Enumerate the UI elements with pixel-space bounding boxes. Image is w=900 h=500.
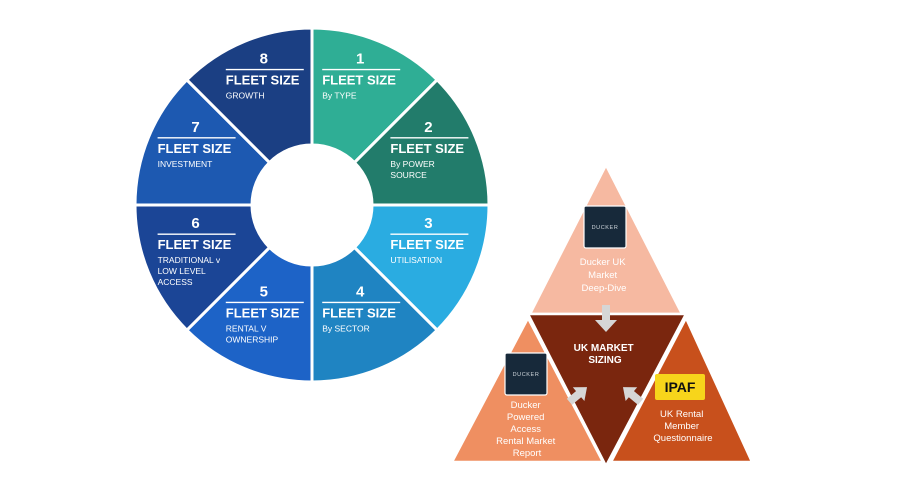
segment-subtext: OWNERSHIP (226, 334, 279, 344)
right-label-line: UK Rental (660, 409, 703, 420)
arrow-down-icon (595, 305, 617, 332)
segment-subtext: LOW LEVEL (158, 266, 206, 276)
left-label-line: Powered (507, 412, 545, 423)
segment-heading: FLEET SIZE (226, 305, 300, 320)
segment-number: 1 (356, 51, 364, 68)
segment-number: 4 (356, 283, 365, 300)
wheel-segment-2 (352, 77, 491, 207)
segment-heading: FLEET SIZE (158, 237, 232, 252)
top-label-line: Ducker UK (580, 257, 627, 268)
wheel-segment-6 (133, 203, 272, 333)
segment-subtext: TRADITIONAL v (158, 255, 221, 265)
segment-heading: FLEET SIZE (158, 141, 232, 156)
segment-number: 7 (191, 119, 199, 136)
top-label-line: Market (588, 270, 617, 281)
arrow-up-right-icon (566, 387, 588, 405)
left-label-line: Access (510, 424, 541, 435)
segment-subtext: GROWTH (226, 91, 265, 101)
segment-heading: FLEET SIZE (322, 305, 396, 320)
right-label-line: Member (664, 421, 699, 432)
ipaf-logo: IPAF (655, 374, 705, 400)
wheel-segment-5 (184, 245, 314, 384)
arrows (566, 305, 644, 405)
center-label-line: SIZING (588, 355, 622, 366)
right-label: UK Rental Member Questionnaire (653, 409, 712, 444)
segment-number: 8 (260, 51, 268, 68)
left-label: Ducker Powered Access Rental Market Repo… (496, 400, 558, 459)
top-label: Ducker UK Market Deep-Dive (580, 257, 629, 294)
segment-heading: FLEET SIZE (322, 73, 396, 88)
segment-subtext: INVESTMENT (158, 159, 213, 169)
right-label-line: Questionnaire (653, 433, 712, 444)
ipaf-logo-text: IPAF (665, 379, 696, 395)
segment-subtext: By TYPE (322, 91, 357, 101)
segment-number: 6 (191, 215, 199, 232)
left-label-line: Report (513, 448, 542, 459)
wheel-segment-1 (310, 26, 440, 165)
wheel-segment-7 (133, 77, 272, 207)
ducker-logo-text: DUCKER (513, 372, 540, 378)
left-label-line: Rental Market (496, 436, 555, 447)
segment-number: 3 (424, 215, 432, 232)
arrow-up-left-icon (622, 387, 644, 405)
segment-subtext: UTILISATION (390, 255, 442, 265)
left-label-line: Ducker (511, 400, 541, 411)
wheel-segment-4 (310, 245, 440, 384)
segment-subtext: RENTAL V (226, 323, 267, 333)
segment-heading: FLEET SIZE (390, 141, 464, 156)
center-label: UK MARKET SIZING (574, 343, 637, 366)
top-label-line: Deep-Dive (582, 283, 627, 294)
wheel-segment-3 (352, 203, 491, 333)
segment-subtext: By POWER (390, 159, 434, 169)
segment-heading: FLEET SIZE (226, 73, 300, 88)
market-sizing-pyramid: DUCKER DUCKER IPAF Ducker UK Market Deep… (450, 163, 754, 468)
segment-subtext: By SECTOR (322, 323, 370, 333)
ducker-logo-top: DUCKER (583, 205, 627, 249)
ducker-logo-text: DUCKER (592, 225, 619, 231)
center-label-line: UK MARKET (574, 343, 634, 354)
ducker-logo-left: DUCKER (504, 352, 548, 396)
segment-subtext: SOURCE (390, 170, 427, 180)
wheel-segment-8 (184, 26, 314, 165)
segment-heading: FLEET SIZE (390, 237, 464, 252)
segment-subtext: ACCESS (158, 277, 193, 287)
segment-number: 2 (424, 119, 432, 136)
segment-number: 5 (260, 283, 268, 300)
